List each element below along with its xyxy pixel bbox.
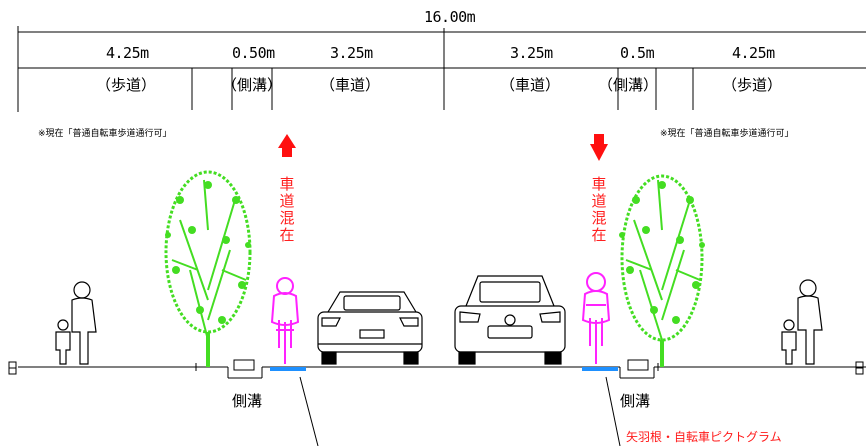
lane-right-carriageway: （車道） (500, 76, 561, 94)
dimension-lines (17, 26, 866, 112)
width-right-gutter: 0.5m (620, 44, 655, 62)
width-left-sidewalk: 4.25m (106, 44, 149, 62)
car-front-icon (454, 275, 566, 365)
lane-left-carriageway: （車道） (320, 76, 381, 94)
pedestrian-icon (55, 281, 97, 365)
leader-lines (299, 376, 621, 446)
pedestrian-icon (781, 279, 823, 365)
lane-left-gutter: （側溝） (222, 76, 283, 94)
lane-right-gutter: （側溝） (598, 76, 659, 94)
width-left-carriageway: 3.25m (330, 44, 373, 62)
ground-line (8, 359, 866, 379)
car-rear-icon (317, 291, 423, 365)
lane-left-sidewalk: （歩道） (96, 76, 157, 94)
width-left-gutter: 0.50m (232, 44, 275, 62)
width-right-carriageway: 3.25m (510, 44, 553, 62)
width-right-sidewalk: 4.25m (732, 44, 775, 62)
cyclist-icon (270, 277, 300, 364)
gutter-label-left: 側溝 (232, 392, 263, 410)
mixed-traffic-label-left: 車道混在 (279, 175, 295, 244)
mixed-traffic-label-right: 車道混在 (591, 175, 607, 244)
bike-marking-callout: 矢羽根・自転車ピクトグラム (626, 430, 782, 444)
down-arrow-icon (590, 134, 608, 161)
up-arrow-icon (278, 134, 296, 157)
tree-icon (619, 174, 705, 367)
tree-icon (164, 170, 252, 367)
note-right: ※現在「普通自転車歩道通行可」 (660, 129, 794, 139)
cyclist-icon (581, 272, 611, 364)
bike-marking-left (270, 367, 306, 371)
total-width-label: 16.00m (424, 8, 476, 26)
note-left: ※現在「普通自転車歩道通行可」 (38, 129, 172, 139)
gutter-label-right: 側溝 (620, 392, 651, 410)
lane-right-sidewalk: （歩道） (722, 76, 783, 94)
bike-marking-right (582, 367, 618, 371)
